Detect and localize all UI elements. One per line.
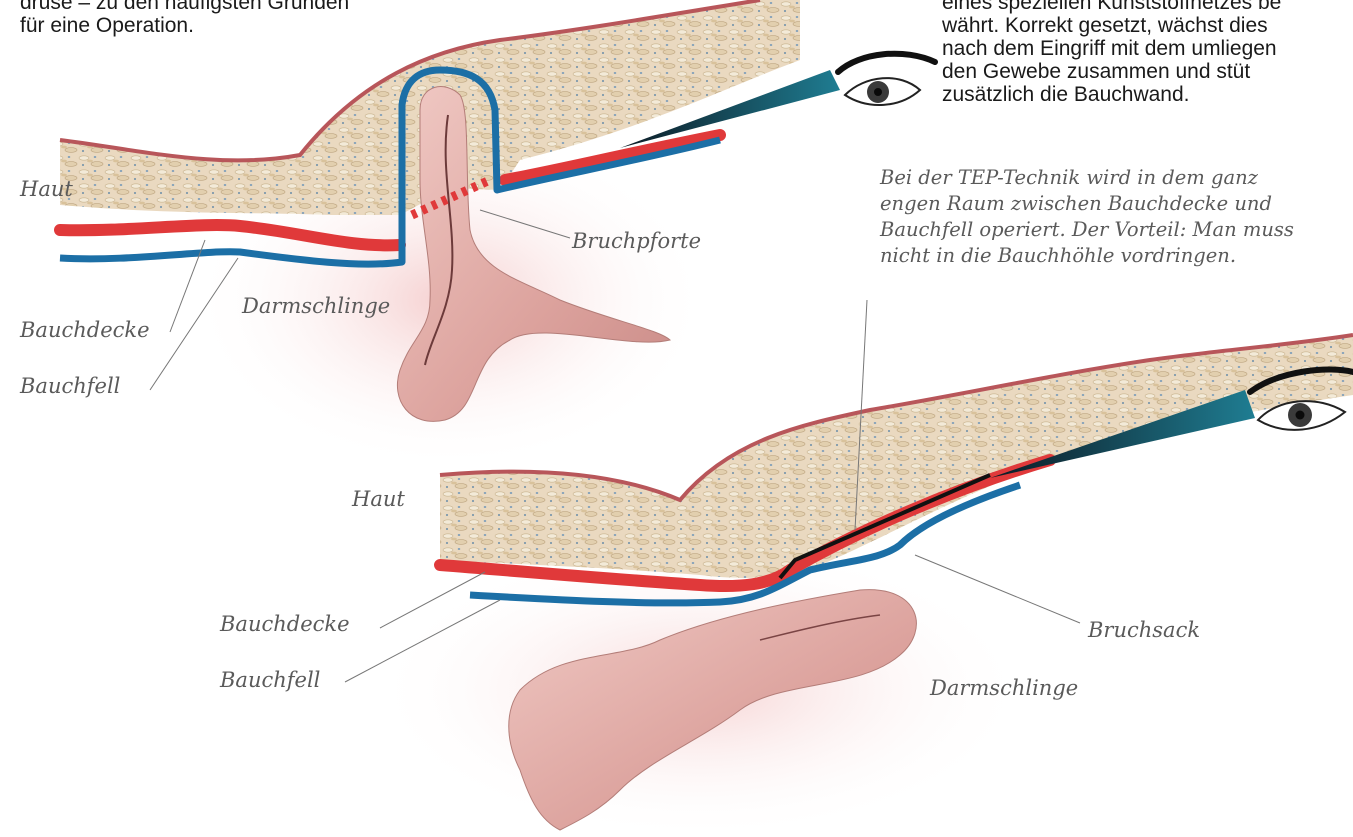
intro-text-left-line-2: für eine Operation. — [20, 14, 349, 37]
tep-caption-line-2: engen Raum zwischen Bauchdecke und — [880, 191, 1294, 217]
intro-text-left-line-1: drüse – zu den häufigsten Gründen — [20, 0, 349, 14]
tep-caption-line-4: nicht in die Bauchhöhle vordringen. — [880, 243, 1294, 269]
label-bauchfell-bottom: Bauchfell — [220, 668, 320, 692]
intro-text-right-line-1: eines speziellen Kunststoffnetzes be — [942, 0, 1281, 14]
label-darmschlinge-bottom: Darmschlinge — [930, 676, 1078, 700]
label-darmschlinge-top: Darmschlinge — [242, 294, 390, 318]
label-haut-top: Haut — [20, 177, 73, 201]
label-bruchsack: Bruchsack — [1088, 618, 1200, 642]
tep-caption-line-1: Bei der TEP-Technik wird in dem ganz — [880, 165, 1294, 191]
intro-text-right-line-4: den Gewebe zusammen und stüt — [942, 60, 1281, 83]
intro-text-left: drüse – zu den häufigsten Gründen für ei… — [20, 0, 349, 37]
tep-caption-line-3: Bauchfell operiert. Der Vorteil: Man mus… — [880, 217, 1294, 243]
label-bauchdecke-top: Bauchdecke — [20, 318, 150, 342]
label-bruchpforte: Bruchpforte — [572, 229, 701, 253]
intro-text-right-line-2: währt. Korrekt gesetzt, wächst dies — [942, 14, 1281, 37]
label-bauchdecke-bottom: Bauchdecke — [220, 612, 350, 636]
eye-icon — [838, 54, 935, 105]
tep-caption: Bei der TEP-Technik wird in dem ganz eng… — [880, 165, 1294, 269]
label-haut-bottom: Haut — [352, 487, 405, 511]
label-bauchfell-top: Bauchfell — [20, 374, 120, 398]
intro-text-right-line-5: zusätzlich die Bauchwand. — [942, 83, 1281, 106]
intro-text-right-line-3: nach dem Eingriff mit dem umliegen — [942, 37, 1281, 60]
intro-text-right: eines speziellen Kunststoffnetzes be wäh… — [942, 0, 1281, 106]
top-diagram — [60, 0, 935, 470]
